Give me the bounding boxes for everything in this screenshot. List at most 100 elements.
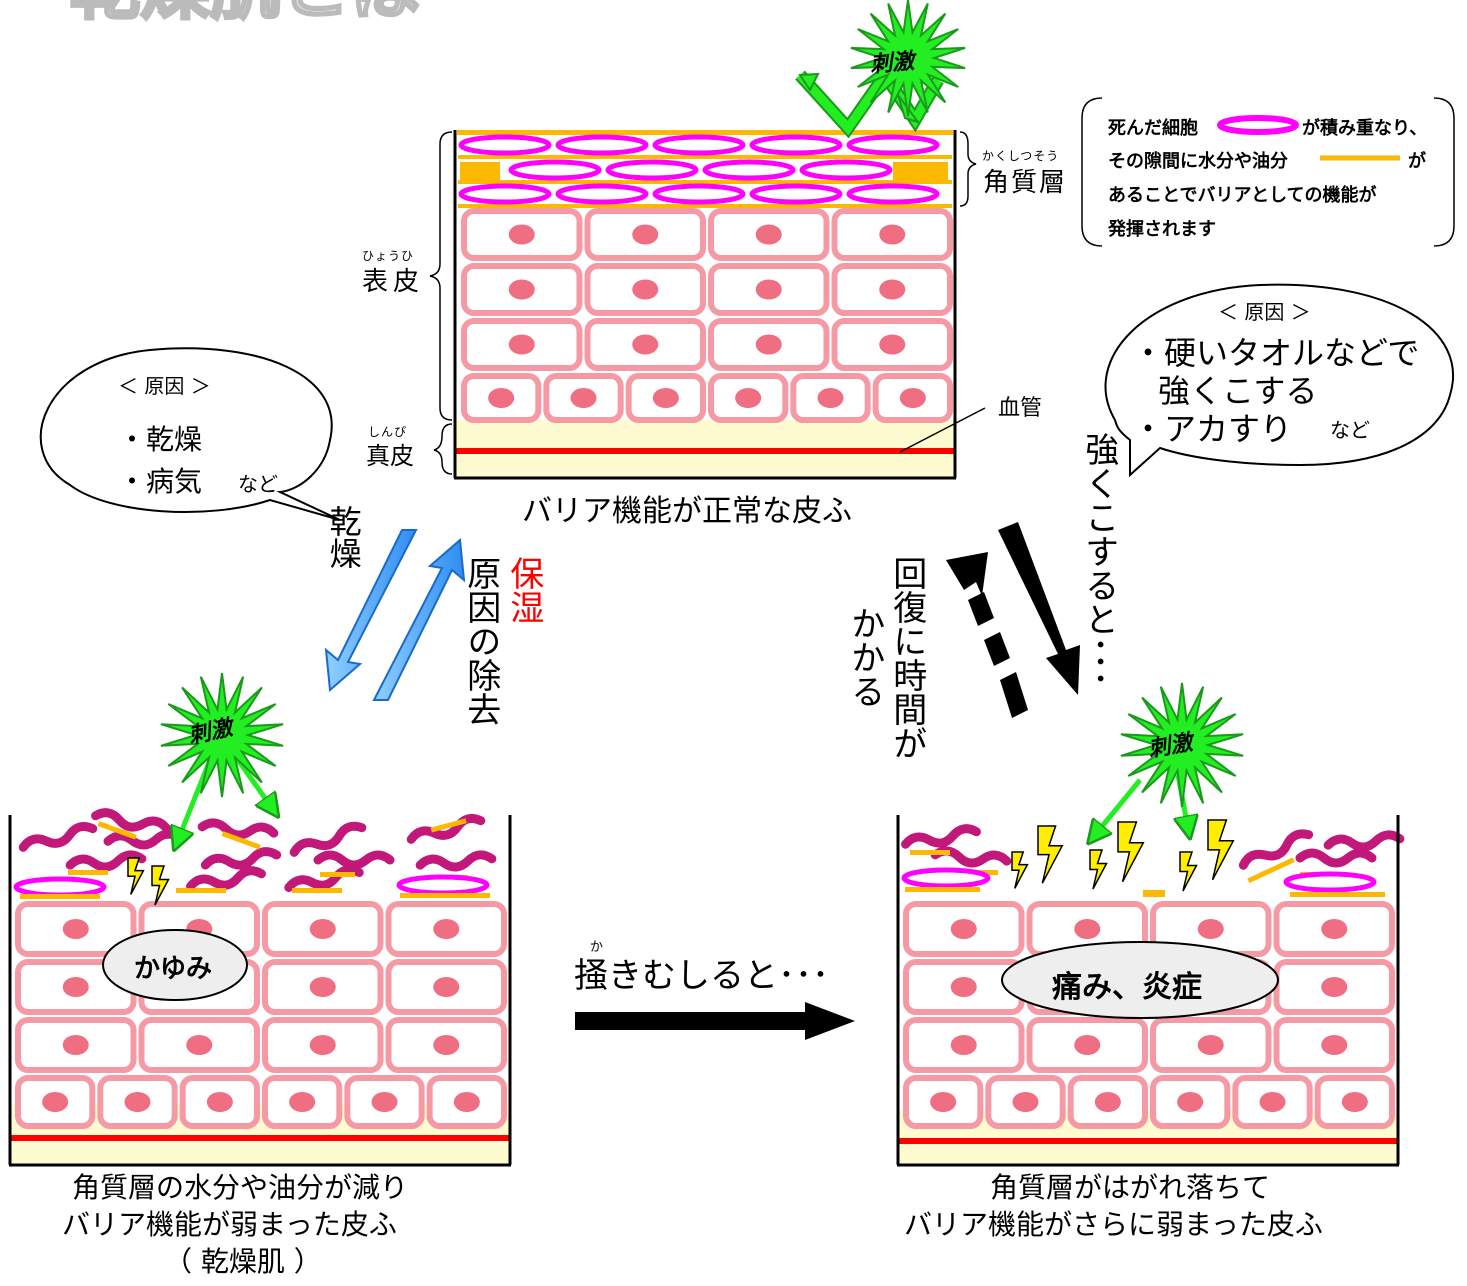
dead-cell — [396, 874, 490, 896]
dead-cell — [652, 134, 746, 156]
lipid-fragment — [910, 850, 950, 855]
lightning-icon — [1089, 849, 1108, 890]
lightning-icon — [151, 865, 170, 906]
lipid-fragment — [68, 870, 108, 875]
remove-cause-label: 原因の除去 — [460, 556, 501, 726]
dead-cell — [652, 183, 746, 205]
lipid-fragment — [20, 894, 100, 899]
cause-bubble-right — [1104, 283, 1455, 478]
normal-stratum-corneum — [457, 130, 953, 208]
lipid-fragment — [400, 893, 490, 898]
dermis-ruby: しんぴ — [368, 425, 408, 439]
cell-nucleus — [1074, 919, 1101, 939]
cell-nucleus — [1094, 1092, 1121, 1112]
dead-cell — [749, 183, 843, 205]
cell-nucleus — [453, 1092, 480, 1112]
corneum-flake — [18, 821, 98, 852]
dry-skin-panel — [8, 808, 512, 1167]
dry-corneum-flakes — [13, 808, 497, 899]
corneum-flake — [289, 821, 367, 857]
dry-caption-line3: （ 乾燥肌 ） — [164, 1245, 322, 1278]
burst-star-icon — [1120, 682, 1244, 808]
epidermis-label: 表皮 — [362, 267, 425, 297]
dead-cell — [13, 876, 107, 898]
cell-nucleus — [309, 977, 336, 997]
moisturize-arrow-up — [372, 537, 466, 701]
cell-nucleus — [1259, 1092, 1286, 1112]
lipid-layer — [458, 180, 952, 184]
cell-nucleus — [735, 388, 762, 408]
info-line4: 発揮されます — [1108, 219, 1216, 240]
dead-cell — [508, 159, 602, 181]
cell-nucleus — [1177, 1092, 1204, 1112]
pain-badge-bg — [1001, 941, 1279, 1019]
lightning-icon — [1179, 851, 1198, 892]
cell-nucleus — [433, 1035, 460, 1055]
blood-vessel-label: 血管 — [998, 396, 1043, 421]
lipid-layer — [457, 130, 953, 135]
cell-nucleus — [433, 977, 460, 997]
corneum-flake — [406, 813, 486, 844]
lightning-icon — [1011, 851, 1029, 889]
lipid-layer — [458, 155, 952, 159]
info-line2-b: が — [1408, 151, 1426, 172]
dry-label: 乾燥 — [324, 505, 363, 569]
cell-nucleus — [1197, 919, 1224, 939]
scratch-label: 掻きむしると･･･ — [574, 956, 829, 996]
lightning-icon — [1117, 821, 1145, 883]
cell-nucleus — [879, 279, 906, 300]
corneum-flake — [284, 865, 364, 892]
lipid-fragment — [320, 872, 355, 877]
cause-left-item2: ・病気 — [118, 465, 203, 498]
scratch-arrow — [575, 1002, 855, 1040]
rub-hard-label: 強くこすると･･･ — [1078, 432, 1119, 687]
info-line1-b: が積み重なり、 — [1302, 118, 1428, 139]
cell-nucleus — [1074, 1035, 1101, 1055]
cell-nucleus — [755, 224, 782, 245]
damaged-corneum-flakes — [901, 824, 1405, 897]
cell-nucleus — [950, 919, 977, 939]
cell-nucleus — [755, 279, 782, 300]
lipid-fragment — [1143, 890, 1165, 897]
lipid-layer — [458, 204, 952, 208]
cell-nucleus — [570, 388, 597, 408]
dead-cell — [846, 183, 940, 205]
info-line2-a: その隙間に水分や油分 — [1108, 151, 1288, 172]
lipid-fragment — [430, 818, 467, 833]
dead-cell — [1283, 871, 1377, 893]
damaged-skin-panel — [896, 815, 1405, 1167]
cell-nucleus — [309, 1035, 336, 1055]
cell-nucleus — [755, 334, 782, 355]
lightning-icon — [1037, 825, 1064, 884]
corneum-flake — [415, 850, 497, 872]
burst-star-icon — [850, 0, 966, 117]
damaged-caption-line2: バリア機能がさらに弱まった皮ふ — [904, 1208, 1323, 1241]
corneum-flake — [901, 824, 981, 849]
epidermis-brace — [429, 131, 453, 421]
info-box-left-bracket — [1081, 97, 1103, 247]
page-title-fragment: 乾燥肌とは — [70, 0, 420, 29]
cell-nucleus — [1197, 1035, 1224, 1055]
cell-nucleus — [632, 224, 659, 245]
cell-nucleus — [1321, 1035, 1348, 1055]
cause-right-item1-line1: ・硬いタオルなどで — [1132, 334, 1420, 372]
cause-bubble-left — [39, 347, 341, 521]
cell-nucleus — [186, 1035, 213, 1055]
info-line1-a: 死んだ細胞 — [1108, 118, 1198, 139]
normal-skin-panel — [453, 130, 986, 480]
corneum-brace — [959, 131, 977, 207]
info-line3: あることでバリアとしての機能が — [1108, 185, 1377, 206]
cell-nucleus — [950, 977, 977, 997]
cell-nucleus — [632, 279, 659, 300]
cell-nucleus — [1321, 977, 1348, 997]
top-stimulus-label: 刺激 — [869, 49, 916, 78]
cell-nucleus — [879, 224, 906, 245]
dermis-label: 真皮 — [366, 442, 414, 470]
itch-badge: かゆみ — [134, 954, 213, 984]
dead-cell-legend-icon — [1217, 115, 1299, 135]
lipid-fragment — [97, 821, 137, 840]
dead-cell — [901, 867, 991, 889]
cell-nucleus — [289, 1092, 316, 1112]
dead-cell — [458, 134, 552, 156]
lipid-fragment — [1247, 857, 1295, 884]
